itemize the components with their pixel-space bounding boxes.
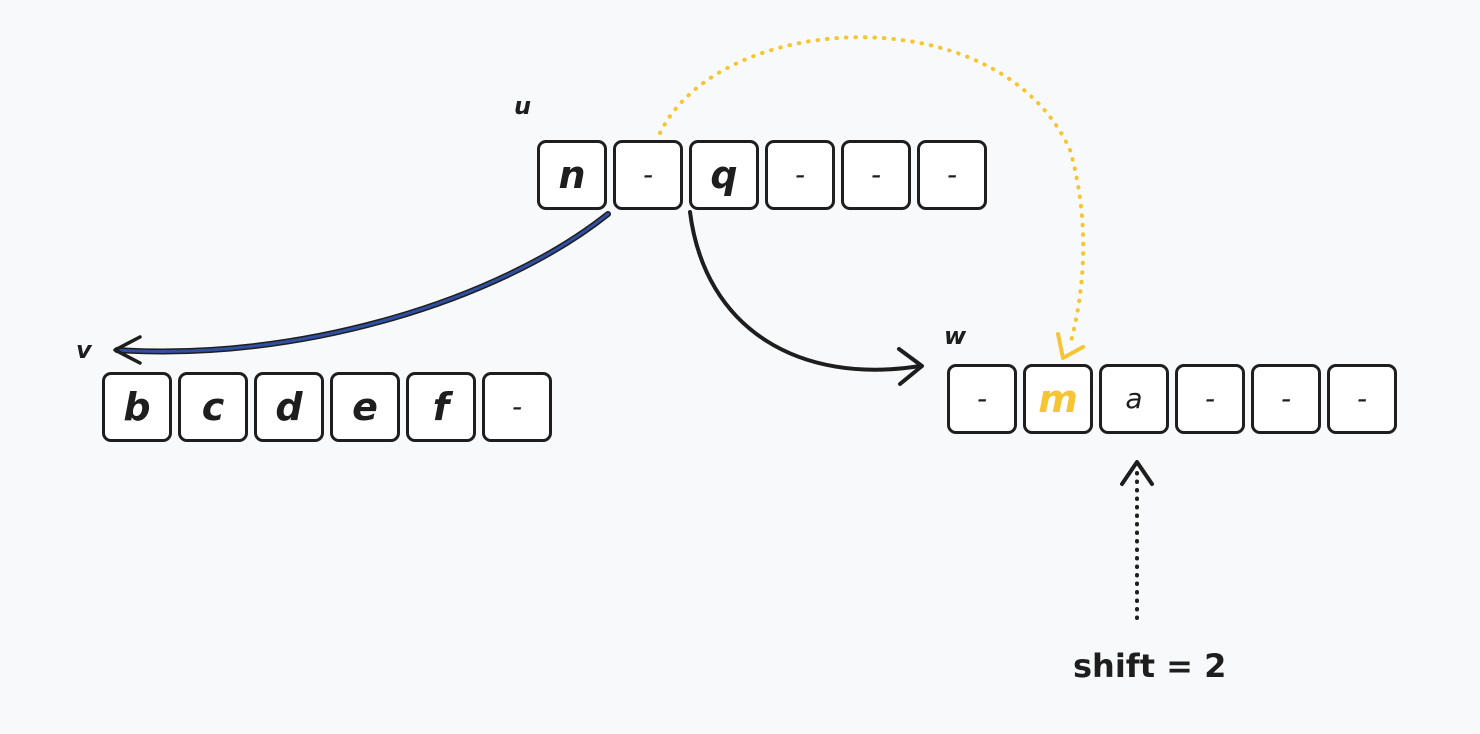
array-w-cell-0: - (947, 364, 1017, 434)
array-w-label: w (944, 322, 967, 350)
arrow-u-to-v-head (113, 335, 142, 365)
array-v: b c d e f - (102, 372, 552, 442)
shift-annotation: shift = 2 (1073, 647, 1227, 685)
dotted-arc-head (1056, 332, 1085, 360)
arrow-u-to-w-head (897, 347, 924, 386)
array-u-label: u (514, 92, 532, 120)
array-u-cell-3: - (765, 140, 835, 210)
array-u-cell-0: n (537, 140, 607, 210)
array-w-cell-4: - (1251, 364, 1321, 434)
array-v-cell-1: c (178, 372, 248, 442)
arrow-u-to-v-fill (115, 212, 610, 353)
array-w-cell-5: - (1327, 364, 1397, 434)
array-w-cell-3: - (1175, 364, 1245, 434)
array-v-label: v (76, 336, 92, 364)
array-w: - m a - - - (947, 364, 1397, 434)
array-w-cell-2: a (1099, 364, 1169, 434)
array-u: n - q - - - (537, 140, 987, 210)
array-u-cell-4: - (841, 140, 911, 210)
array-v-cell-0: b (102, 372, 172, 442)
arrow-u-to-w (688, 210, 922, 372)
array-u-cell-1: - (613, 140, 683, 210)
shift-pointer-head (1120, 460, 1154, 486)
array-v-cell-3: e (330, 372, 400, 442)
array-u-cell-5: - (917, 140, 987, 210)
array-v-cell-4: f (406, 372, 476, 442)
array-v-cell-2: d (254, 372, 324, 442)
array-u-cell-2: q (689, 140, 759, 210)
arrow-u-to-v (114, 211, 611, 355)
array-w-cell-1: m (1023, 364, 1093, 434)
array-v-cell-5: - (482, 372, 552, 442)
